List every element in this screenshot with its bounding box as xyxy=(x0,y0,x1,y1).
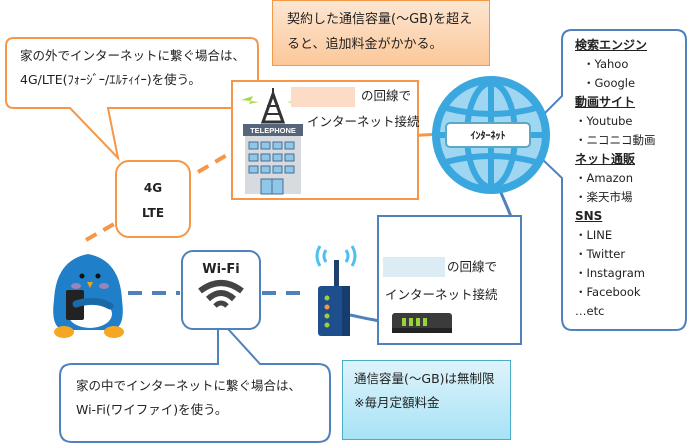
wifi-router-icon xyxy=(315,245,357,336)
home-text-line2: インターネット接続 xyxy=(385,287,498,302)
popular-sites-list: 検索エンジン ・Yahoo ・Google 動画サイト ・Youtube ・ニコ… xyxy=(563,30,687,328)
data-cap-note-line2: ると、追加料金がかかる。 xyxy=(287,37,443,52)
data-cap-note: 契約した通信容量(〜GB)を超え ると、追加料金がかかる。 xyxy=(272,0,490,66)
sites-item: ・Facebook xyxy=(575,285,641,299)
sites-item: ・Amazon xyxy=(575,171,633,185)
wifi-signal-icon xyxy=(198,280,244,308)
inside-bubble-line2: Wi-Fi(ワイファイ)を使う。 xyxy=(76,402,228,417)
sites-item: ・楽天市場 xyxy=(575,190,633,204)
inside-bubble-text: 家の中でインターネットに繋ぐ場合は、 Wi-Fi(ワイファイ)を使う。 xyxy=(58,364,330,442)
unlimited-note-line1: 通信容量(〜GB)は無制限 xyxy=(354,371,495,386)
wifi-label: Wi-Fi xyxy=(202,262,240,277)
penguin-smartphone-icon xyxy=(53,254,124,338)
telephone-line-box: TELEPHONE の回線で インターネット接続 xyxy=(231,80,420,200)
sites-heading-video: 動画サイト xyxy=(575,95,636,109)
redacted-carrier-name xyxy=(291,87,355,107)
outside-bubble-line2: 4G/LTE(ﾌｫｰｼﾞｰ/ｴﾙﾃｨｲｰ)を使う。 xyxy=(20,72,201,87)
globe-label: ｲﾝﾀｰﾈｯﾄ xyxy=(471,129,506,142)
lte-label-lte: LTE xyxy=(141,206,165,220)
redacted-provider-name xyxy=(383,257,445,277)
modem-icon xyxy=(392,313,452,333)
sites-item: ・Yahoo xyxy=(583,57,629,71)
unlimited-data-note: 通信容量(〜GB)は無制限 ※毎月定額料金 xyxy=(342,360,511,440)
outside-bubble-line1: 家の外でインターネットに繋ぐ場合は、 xyxy=(20,48,246,63)
outside-bubble-text: 家の外でインターネットに繋ぐ場合は、 4G/LTE(ﾌｫｰｼﾞｰ/ｴﾙﾃｨｲｰ)… xyxy=(6,36,254,108)
internet-globe-icon: ｲﾝﾀｰﾈｯﾄ xyxy=(432,76,550,194)
lte-label-4g: 4G xyxy=(143,181,163,195)
sites-item: ・LINE xyxy=(575,228,613,242)
sites-item: ・ニコニコ動画 xyxy=(575,133,656,147)
wifi-box: Wi-Fi xyxy=(181,250,261,330)
telephone-text-line1: の回線で xyxy=(361,88,412,103)
lte-box: 4G LTE xyxy=(115,160,191,238)
sites-heading-search: 検索エンジン xyxy=(575,38,648,52)
inside-bubble-line1: 家の中でインターネットに繋ぐ場合は、 xyxy=(76,378,302,393)
telephone-text-line2: インターネット接続 xyxy=(307,114,420,129)
sites-item: ・Youtube xyxy=(575,114,633,128)
sites-footer: …etc xyxy=(575,304,605,318)
dashed-link-lte-tower xyxy=(196,150,234,174)
data-cap-note-line1: 契約した通信容量(〜GB)を超え xyxy=(287,12,473,27)
sites-heading-sns: SNS xyxy=(575,209,603,223)
telephone-sign: TELEPHONE xyxy=(250,126,296,135)
unlimited-note-line2: ※毎月定額料金 xyxy=(354,395,440,410)
speech-bubble-inside xyxy=(59,315,331,443)
sites-heading-shopping: ネット通販 xyxy=(575,152,636,166)
speech-bubble-outside xyxy=(5,37,259,162)
home-text-line1: の回線で xyxy=(447,259,498,274)
sites-item: ・Google xyxy=(583,76,636,90)
sites-item: ・Instagram xyxy=(575,266,646,280)
dashed-link-penguin-lte xyxy=(85,222,115,242)
sites-item: ・Twitter xyxy=(575,247,626,261)
sites-bubble xyxy=(518,29,687,331)
